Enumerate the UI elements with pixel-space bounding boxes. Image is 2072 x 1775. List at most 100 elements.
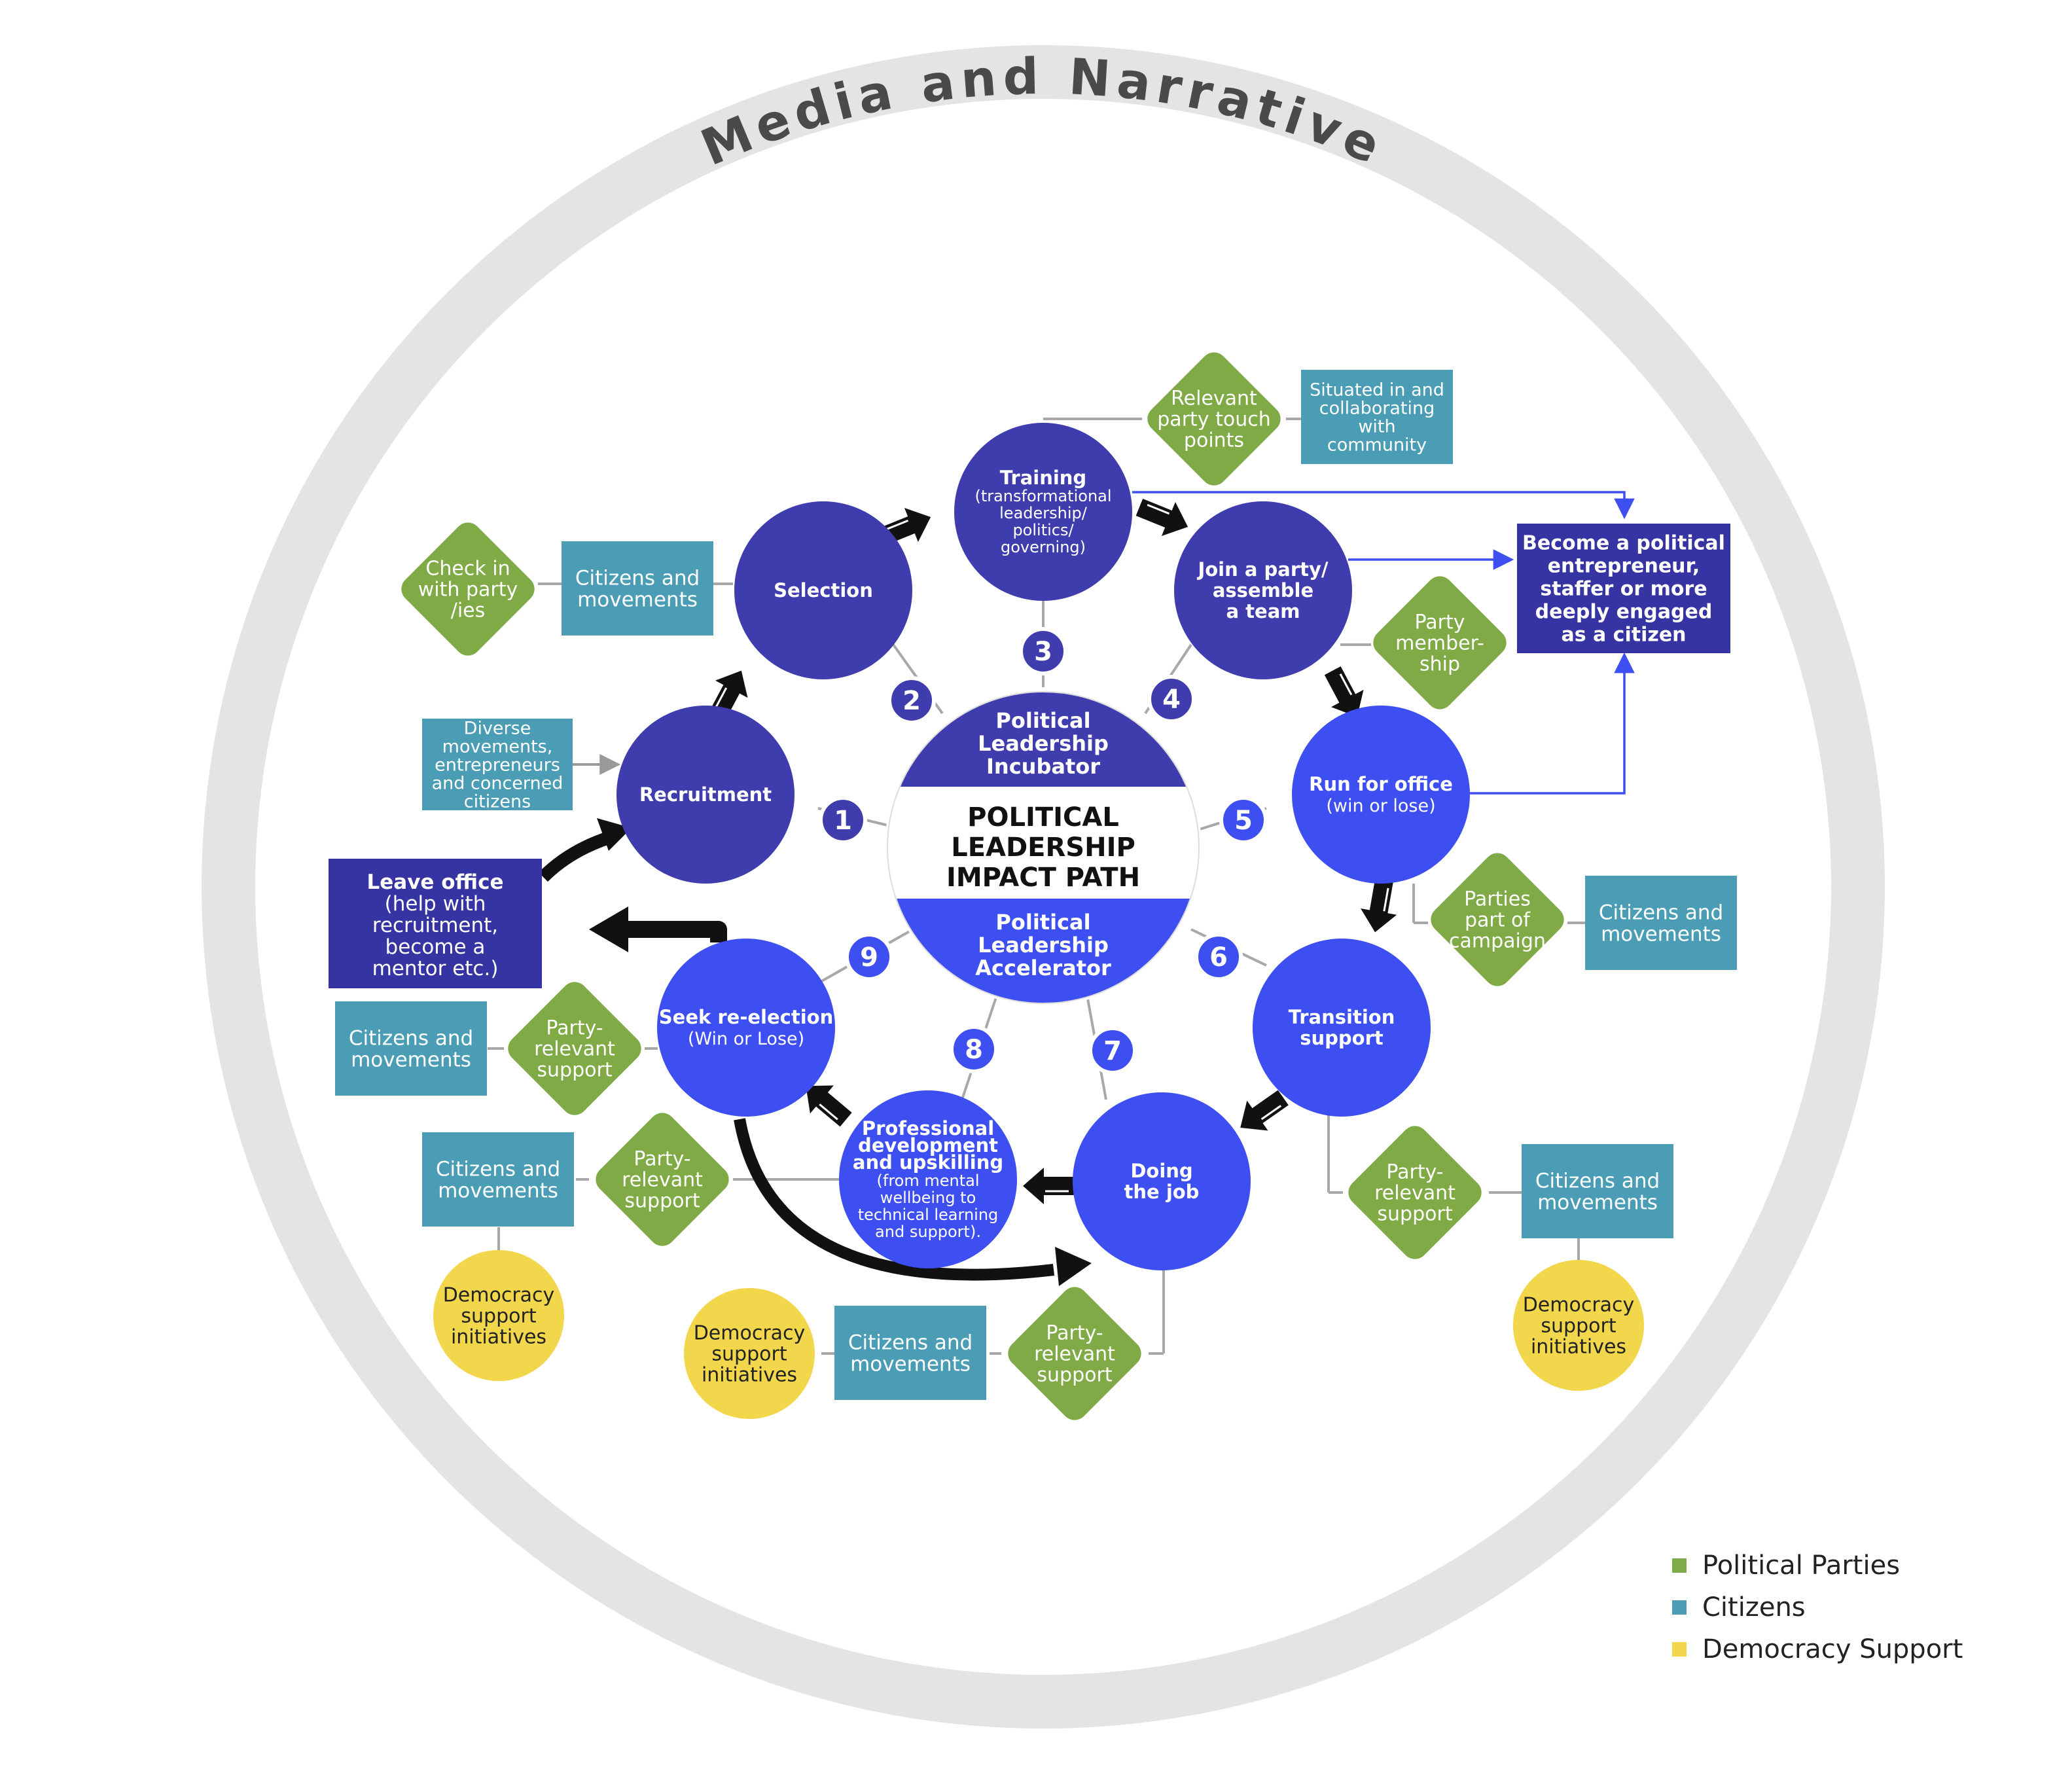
stage-number-badge: 9	[845, 933, 893, 981]
citizens-box	[1522, 1144, 1673, 1238]
stage-circle	[839, 1090, 1017, 1268]
stage-number: 7	[1103, 1036, 1122, 1066]
legend-label: Political Parties	[1702, 1551, 1901, 1581]
cycle-chevron	[1361, 879, 1397, 933]
reelection-to-job-arrow	[734, 1118, 1092, 1286]
cycle-chevron	[1135, 499, 1188, 536]
stage-circle	[657, 939, 835, 1117]
citizens-box	[1585, 876, 1737, 970]
stage-number-badge: 7	[1088, 1026, 1137, 1075]
cycle-chevron	[1240, 1090, 1289, 1131]
party-diamond	[1348, 1126, 1482, 1259]
stage-run-for-office: Run for office(win or lose) 5	[1219, 706, 1470, 884]
legend-item-citizens: Citizens	[1672, 1587, 1963, 1628]
stage-number: 4	[1162, 685, 1181, 715]
stage-circle	[734, 501, 912, 679]
citizens-box	[834, 1306, 986, 1400]
party-diamond	[1373, 576, 1507, 709]
stage-number: 3	[1034, 637, 1052, 667]
media-narrative-ring	[202, 45, 1885, 1729]
entrepreneur-connectors	[1132, 491, 1635, 795]
stage-label: Seek re-election(Win or Lose)	[659, 1006, 833, 1049]
stage-number-badge: 1	[819, 796, 867, 844]
stage-label: Recruitment	[639, 783, 772, 806]
democracy-circle	[684, 1288, 815, 1419]
stage-label: Run for office(win or lose)	[1309, 773, 1453, 816]
legend-item-political-parties: Political Parties	[1672, 1545, 1963, 1587]
party-diamond	[596, 1113, 729, 1246]
stage-number-badge: 2	[887, 676, 936, 725]
citizens-box	[335, 1001, 487, 1096]
stage-circle	[1073, 1092, 1251, 1270]
legend-label: Democracy Support	[1702, 1634, 1963, 1664]
citizens-box	[422, 719, 573, 810]
citizens-box	[1301, 370, 1453, 464]
stage-number: 9	[860, 942, 878, 973]
stage-number: 1	[834, 806, 852, 836]
stage-number: 6	[1209, 942, 1228, 973]
party-diamond	[401, 522, 535, 656]
stage-seek-re-election: Seek re-election(Win or Lose) 9	[657, 933, 893, 1117]
democracy-circle	[1513, 1260, 1644, 1391]
stage-number: 2	[902, 686, 921, 716]
legend: Political Parties Citizens Democracy Sup…	[1672, 1545, 1963, 1670]
outcome-box	[329, 859, 542, 988]
legend-item-democracy-support: Democracy Support	[1672, 1628, 1963, 1670]
stage-number: 5	[1234, 806, 1253, 836]
stage-number-badge: 8	[950, 1025, 998, 1073]
legend-swatch	[1672, 1600, 1687, 1615]
stage-circle	[954, 423, 1132, 601]
party-diamond	[1008, 1287, 1141, 1420]
stage-circle	[1292, 706, 1470, 884]
stage-label: Selection	[774, 579, 873, 601]
legend-swatch	[1672, 1558, 1687, 1573]
cycle-chevron	[1023, 1168, 1075, 1204]
legend-swatch	[1672, 1642, 1687, 1657]
stage-number: 8	[965, 1035, 983, 1065]
